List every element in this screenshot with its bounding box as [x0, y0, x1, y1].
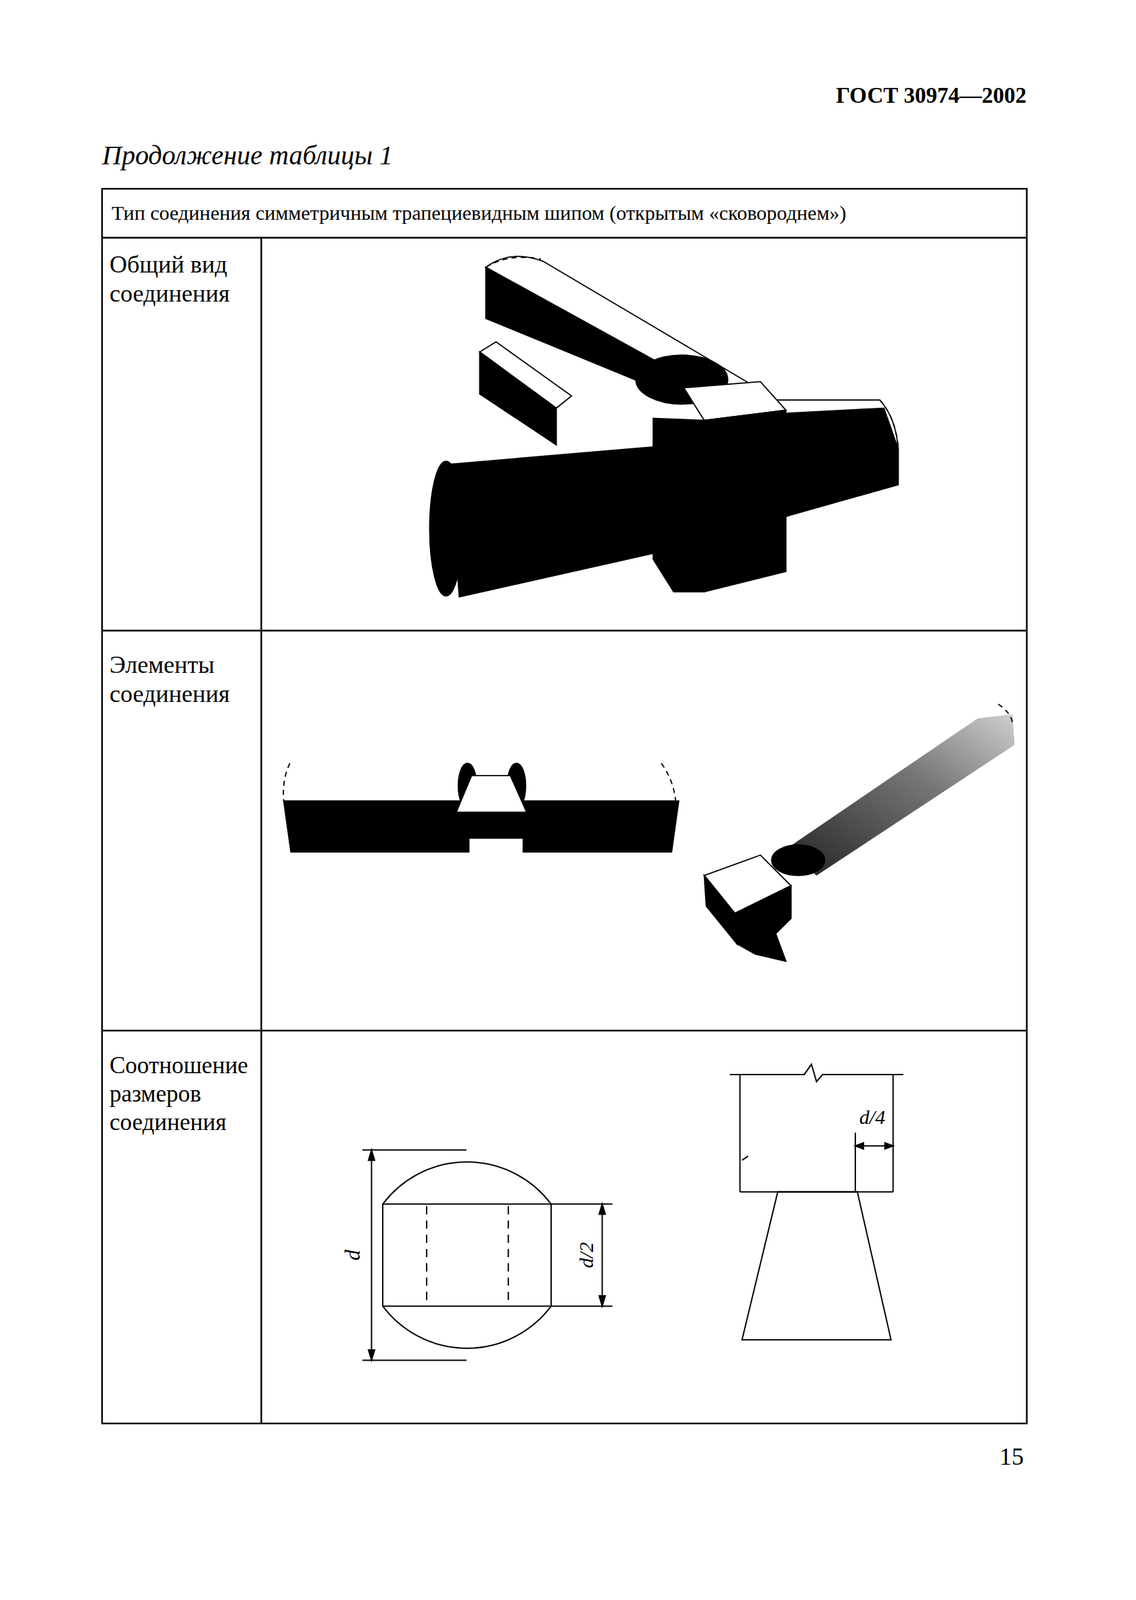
- row-heading: Общий вид соединения: [109, 250, 255, 309]
- table-continuation: Продолжение таблицы 1: [102, 139, 393, 172]
- dimension-label: d: [339, 1248, 366, 1262]
- dimension-drawings: [362, 1064, 904, 1361]
- dimension-label: d/4: [858, 1104, 887, 1130]
- table-grid: [102, 188, 1028, 1424]
- joint-elements: [283, 703, 1015, 961]
- row-heading: Элементы соединения: [109, 650, 255, 709]
- document-code: ГОСТ 30974—2002: [835, 82, 1027, 110]
- table-header-cell: Тип соединения симметричным трапециевидн…: [111, 200, 847, 226]
- page-number: 15: [999, 1442, 1024, 1472]
- joint-general-view: [429, 256, 898, 598]
- row-heading: Соотношение размеров соединения: [109, 1051, 259, 1137]
- dimension-label: d/2: [574, 1240, 599, 1270]
